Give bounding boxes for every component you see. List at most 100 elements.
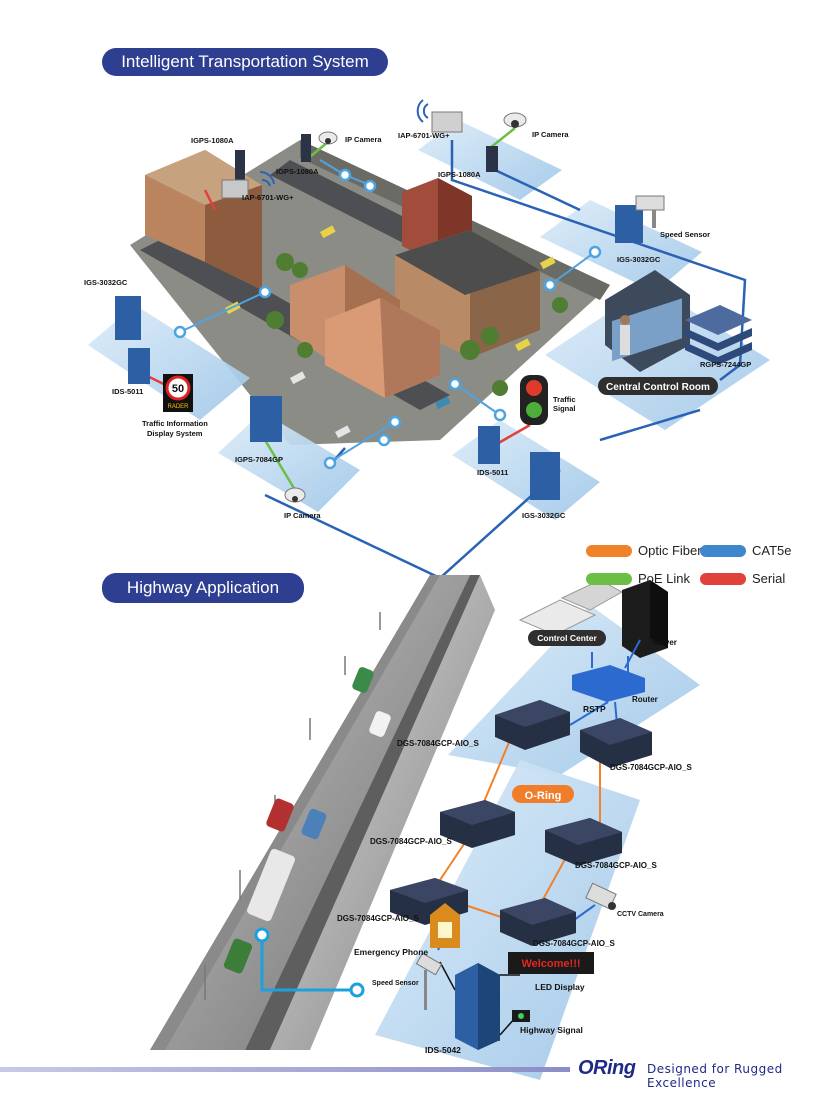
legend-swatch [586,544,632,557]
highway-signal-icon [512,1010,530,1022]
igs3032gc-right-device [615,205,643,243]
label-igps1080a-right: IGPS-1080A [438,170,481,179]
ids5011-right-device [478,426,500,464]
speed-limit-sign: 50 RADER [163,374,193,412]
legend-label: PoE Link [638,571,691,586]
label-traffic-signal-1: Traffic [553,395,576,404]
central-control-room-label: Central Control Room [598,377,718,395]
legend-swatch [700,544,746,557]
legend-swatch [586,572,632,585]
ip-camera-right-icon [503,112,527,128]
mid-building [395,230,540,358]
legend-optic-fiber: Optic Fiber [586,543,702,558]
panel-bottom-right [452,420,600,520]
iap6701-right-device [431,111,463,133]
footer-bar [0,1067,570,1072]
svg-text:Welcome!!!: Welcome!!! [521,958,580,970]
speed-sensor-camera-icon [635,195,665,228]
control-center-label: Control Center [528,630,606,646]
label-server: Server [652,638,677,647]
igs3032gc-bottom-device [530,452,560,500]
label-iap6701-left: IAP-6701-WG+ [242,193,294,202]
legend-label: Optic Fiber [638,543,702,558]
oring-label: O-Ring [512,785,574,803]
label-highway-signal: Highway Signal [520,1025,583,1035]
label-traffic-signal-2: Signal [553,404,576,413]
label-router: Router [632,695,658,704]
igps7084gp-device [250,396,282,442]
footer-tagline: Designed for Rugged Excellence [647,1062,783,1090]
label-dgs-6: DGS-7084GCP-AIO_S [533,939,615,948]
svg-text:O-Ring: O-Ring [525,790,562,802]
igps1080a-top-device [235,150,245,180]
svg-text:50: 50 [172,383,184,395]
label-igps1080a-top: IGPS-1080A [191,136,234,145]
highway-vehicles [223,667,391,974]
igs3032gc-left-device [115,296,141,340]
server-device [622,580,668,658]
igps1080a-mid-device [301,134,311,162]
wifi-icon [259,99,429,187]
label-led-display: LED Display [535,982,585,992]
low-building [290,265,440,398]
label-dgs-4: DGS-7084GCP-AIO_S [575,861,657,870]
bridge-link-line [260,935,357,992]
legend-label: CAT5e [752,543,792,558]
emergency-phone-icon [430,903,460,948]
label-ids5011-left: IDS-5011 [112,387,143,396]
dgs-device-6 [500,898,576,946]
svg-text:Control Center: Control Center [537,633,597,643]
ip-camera-bottom-icon [284,487,306,503]
igps1080a-right-device [486,146,498,172]
label-cctv-camera: CCTV Camera [617,911,664,918]
label-ids5011-right: IDS-5011 [477,468,508,477]
label-igps1080a-mid: IGPS-1080A [276,167,319,176]
dgs-device-4 [545,818,622,866]
label-iap6701-right: IAP-6701-WG+ [398,131,450,140]
legend-serial: Serial [700,571,785,586]
person-icon [620,315,630,355]
legend-poe-link: PoE Link [586,571,690,586]
link-nodes [173,168,602,470]
label-speed-sensor-highway: Speed Sensor [372,980,419,987]
bridge-node-top [254,927,270,943]
highway-section-title: Highway Application [102,573,304,603]
rgps7244gp-device [685,305,752,365]
ip-camera-mid-icon [318,131,338,145]
cctv-camera-icon [585,882,617,910]
label-ip-camera-mid: IP Camera [345,135,382,144]
label-rstp: RSTP [583,704,606,714]
svg-text:Central Control Room: Central Control Room [606,382,710,393]
label-emergency-phone: Emergency Phone [354,947,428,957]
speed-sensor-highway-icon [415,952,443,1010]
label-igps7084gp: IGPS-7084GP [235,455,283,464]
label-traffic-info-2: Display System [147,429,203,438]
its-section-title: Intelligent Transportation System [102,48,388,76]
oring-logo: ORing [578,1057,636,1079]
label-ip-camera-bottom: IP Camera [284,511,321,520]
trees [266,253,568,396]
iap6701-left-device [221,179,249,199]
ids5011-left-device [128,348,150,384]
legend-label: Serial [752,571,786,586]
traffic-signal-icon [520,375,548,425]
label-traffic-info-1: Traffic Information [142,419,208,428]
dgs-device-3 [440,800,515,848]
label-speed-sensor: Speed Sensor [660,230,710,239]
label-dgs-3: DGS-7084GCP-AIO_S [370,837,452,846]
svg-text:RADER: RADER [167,404,189,410]
label-ids5042: IDS-5042 [425,1045,461,1055]
label-ip-camera-right: IP Camera [532,130,569,139]
label-dgs-5: DGS-7084GCP-AIO_S [337,914,419,923]
dgs-device-2 [580,718,652,768]
ids5042-device [455,963,500,1050]
led-display: Welcome!!! [508,952,594,974]
label-dgs-2: DGS-7084GCP-AIO_S [610,763,692,772]
label-igs3032gc-left: IGS-3032GC [84,278,128,287]
bridge-node-bottom [349,982,365,998]
label-dgs-1: DGS-7084GCP-AIO_S [397,739,479,748]
label-igs3032gc-right: IGS-3032GC [617,255,661,264]
legend-cat5e: CAT5e [700,543,792,558]
dgs-device-1 [495,700,570,750]
